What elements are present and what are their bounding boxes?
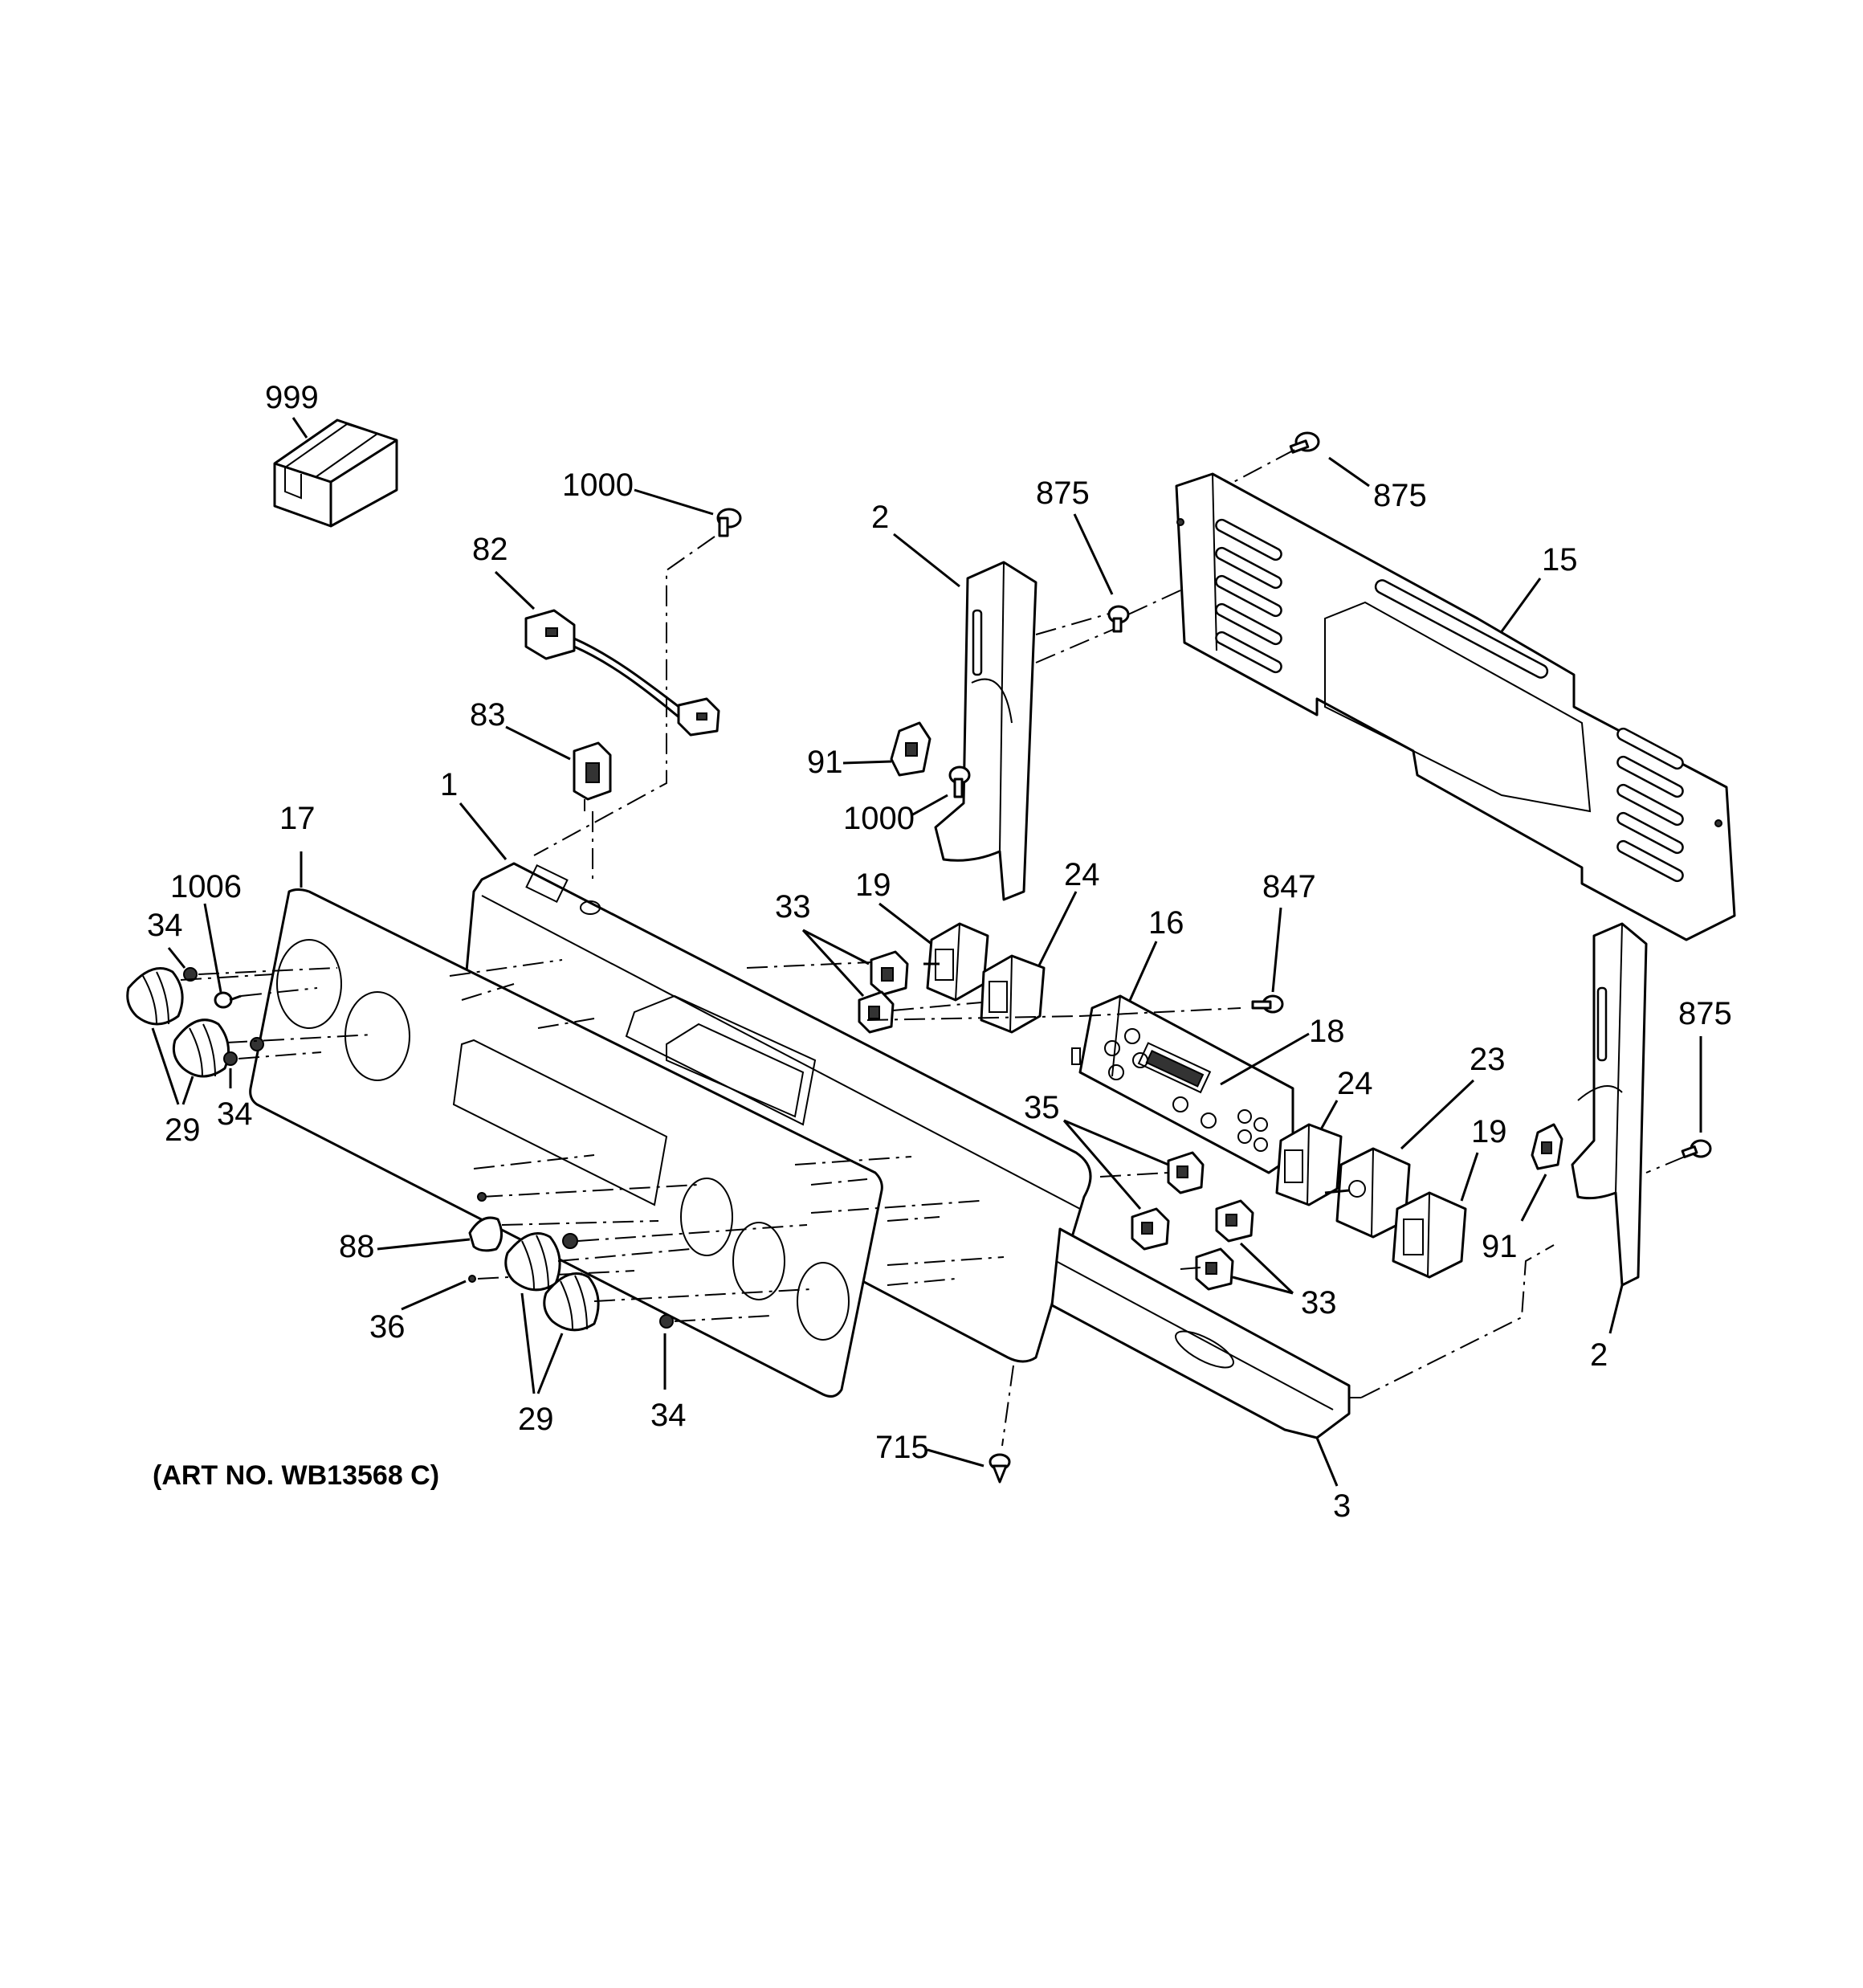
clip-36 <box>468 1275 476 1283</box>
callout-715: 715 <box>875 1430 929 1465</box>
callout-19-b: 19 <box>1471 1114 1507 1149</box>
callout-16: 16 <box>1148 905 1184 941</box>
relay-33-lower-b <box>1195 1247 1234 1291</box>
screw-1000-top <box>716 508 742 537</box>
wire-harness-82 <box>524 609 720 737</box>
nut-34-c <box>659 1314 674 1329</box>
callout-2-bottom: 2 <box>1590 1337 1608 1373</box>
screw-1000-mid <box>948 765 971 798</box>
callout-34-a: 34 <box>147 908 183 943</box>
callout-24-b: 24 <box>1337 1066 1373 1101</box>
screw-875-b <box>1289 431 1320 454</box>
callout-33-a: 33 <box>775 889 811 925</box>
callout-91-a: 91 <box>807 745 843 780</box>
knob-88 <box>468 1216 503 1252</box>
switch-83 <box>573 741 612 811</box>
kit-box-999 <box>273 418 398 528</box>
callout-24-a: 24 <box>1064 857 1100 892</box>
callout-34-b: 34 <box>217 1096 253 1132</box>
knob-29-left-lower <box>172 1018 230 1078</box>
switch-19-lower <box>1392 1191 1467 1279</box>
screw-875-a <box>1107 605 1130 633</box>
switch-24-upper <box>980 954 1046 1034</box>
callout-1000-mid: 1000 <box>843 801 915 836</box>
relay-33-upper-a <box>870 950 909 996</box>
callout-29-a: 29 <box>165 1112 201 1148</box>
callout-88: 88 <box>339 1229 375 1264</box>
relay-35-b <box>1131 1207 1170 1251</box>
knob-29-bottom-upper <box>504 1232 561 1292</box>
art-number: (ART NO. WB13568 C) <box>153 1460 439 1491</box>
nut-34-a <box>183 967 198 982</box>
bracket-2-bottom <box>1571 922 1648 1287</box>
relay-35-a <box>1167 1151 1205 1194</box>
control-board-16 <box>1071 994 1294 1174</box>
callout-19-a: 19 <box>855 867 891 903</box>
screw-875-c <box>1681 1139 1712 1158</box>
callout-1006: 1006 <box>170 869 242 904</box>
screw-715 <box>989 1453 1011 1484</box>
knob-29-bottom-lower <box>543 1272 600 1332</box>
nut-34-b <box>223 1051 238 1066</box>
bracket-2-top <box>934 561 1037 901</box>
nut-34-c-upper <box>562 1233 578 1249</box>
callout-875-b: 875 <box>1373 478 1427 513</box>
callout-33-b: 33 <box>1301 1285 1337 1321</box>
callout-875-a: 875 <box>1036 476 1090 511</box>
clip-91-bottom <box>1531 1123 1563 1170</box>
callout-15: 15 <box>1542 542 1578 578</box>
callout-34-c: 34 <box>650 1398 687 1433</box>
callout-847: 847 <box>1262 869 1316 904</box>
callout-1000-top: 1000 <box>562 467 634 503</box>
relay-33-upper-b <box>858 990 895 1034</box>
knob-29-left-upper <box>126 967 184 1026</box>
callout-36: 36 <box>369 1309 406 1345</box>
callout-35: 35 <box>1024 1090 1060 1125</box>
callout-91-b: 91 <box>1482 1229 1518 1264</box>
relay-33-lower-a <box>1215 1199 1254 1243</box>
callout-1: 1 <box>440 767 458 802</box>
callout-2-top: 2 <box>871 500 889 535</box>
screw-1006 <box>214 991 242 1009</box>
switch-19-upper <box>923 922 989 1002</box>
callout-83: 83 <box>470 697 506 733</box>
callout-29-b: 29 <box>518 1402 554 1437</box>
switch-24-lower <box>1275 1123 1343 1206</box>
callout-23: 23 <box>1470 1042 1506 1077</box>
callout-875-c: 875 <box>1678 996 1732 1031</box>
callout-82: 82 <box>472 532 508 567</box>
screw-847 <box>1251 994 1284 1014</box>
knob-panel-17 <box>249 888 883 1398</box>
callout-3: 3 <box>1333 1488 1351 1524</box>
callout-18: 18 <box>1309 1014 1345 1049</box>
back-panel-15 <box>1175 472 1736 941</box>
callout-17: 17 <box>279 801 316 836</box>
callout-999: 999 <box>265 380 319 415</box>
clip-91-top <box>890 721 932 777</box>
